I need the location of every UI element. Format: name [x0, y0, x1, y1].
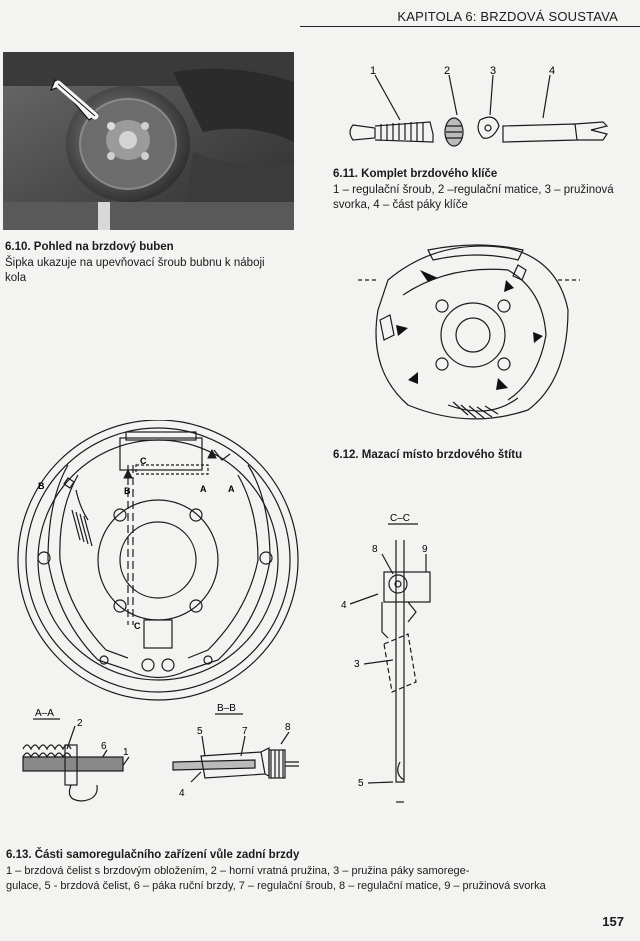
brake-assembly-drawing: B B C C A A	[17, 420, 299, 701]
section-bb-callout-5: 5	[197, 726, 203, 737]
section-aa-label: A–A	[35, 708, 54, 719]
section-marker-a-right: A	[228, 484, 235, 494]
figure-6-13-caption-line2: gulace, 5 - brzdová čelist, 6 – páka ruč…	[6, 880, 546, 892]
section-bb-label: B–B	[217, 703, 236, 714]
chapter-title: KAPITOLA 6: BRZDOVÁ SOUSTAVA	[397, 9, 618, 24]
section-bb-callout-4: 4	[179, 788, 185, 799]
section-cc-callout-5: 5	[358, 778, 364, 789]
adjuster-label-3: 3	[490, 65, 496, 77]
section-marker-b-left: B	[38, 481, 45, 491]
section-bb-callout-7: 7	[242, 726, 248, 737]
section-aa-drawing: A–A 2 6 1	[22, 708, 130, 802]
page-number: 157	[602, 914, 624, 929]
section-marker-c-top: C	[140, 456, 147, 466]
section-bb-callout-8: 8	[285, 722, 291, 733]
figure-6-10-title: 6.10. Pohled na brzdový buben	[5, 241, 174, 253]
adjuster-label-1: 1	[370, 65, 376, 77]
section-cc-callout-3: 3	[354, 659, 360, 670]
adjuster-label-4: 4	[549, 65, 555, 77]
section-aa-callout-6: 6	[101, 741, 107, 752]
header-rule	[300, 26, 640, 27]
adjuster-label-2: 2	[444, 65, 450, 77]
brake-backplate-lubrication-drawing	[358, 244, 580, 420]
section-cc-callout-8: 8	[372, 544, 378, 555]
figure-6-13-caption-line1: 1 – brzdová čelist s brzdovým obložením,…	[6, 865, 470, 877]
figure-6-10-caption-line2: kola	[5, 272, 27, 284]
section-cc-callout-9: 9	[422, 544, 428, 555]
figure-6-13-title: 6.13. Části samoregulačního zařízení vůl…	[6, 849, 300, 861]
figure-6-11-title: 6.11. Komplet brzdového klíče	[333, 168, 498, 180]
figure-6-11-caption-line1: 1 – regulační šroub, 2 –regulační matice…	[333, 184, 614, 196]
section-marker-b-right: B	[124, 486, 131, 496]
figure-6-10-caption-line1: Šipka ukazuje na upevňovací šroub bubnu …	[5, 257, 265, 269]
figure-6-11-caption-line2: svorka, 4 – část páky klíče	[333, 199, 468, 211]
brake-adjuster-drawing: 1 2 3 4	[349, 65, 609, 147]
section-bb-drawing: B–B 5 7 8 4	[172, 703, 299, 799]
section-marker-a-left: A	[200, 484, 207, 494]
section-aa-callout-1: 1	[123, 747, 129, 758]
brake-drum-photo	[3, 52, 294, 230]
section-marker-c-bottom: C	[134, 621, 141, 631]
section-cc-drawing: C–C 8 9 4 3 5	[341, 513, 431, 803]
section-cc-label: C–C	[390, 513, 410, 524]
figure-6-12-title: 6.12. Mazací místo brzdového štítu	[333, 449, 523, 461]
section-aa-callout-2: 2	[77, 718, 83, 729]
brake-drum-photo-graphic	[3, 52, 294, 230]
section-cc-callout-4: 4	[341, 600, 347, 611]
